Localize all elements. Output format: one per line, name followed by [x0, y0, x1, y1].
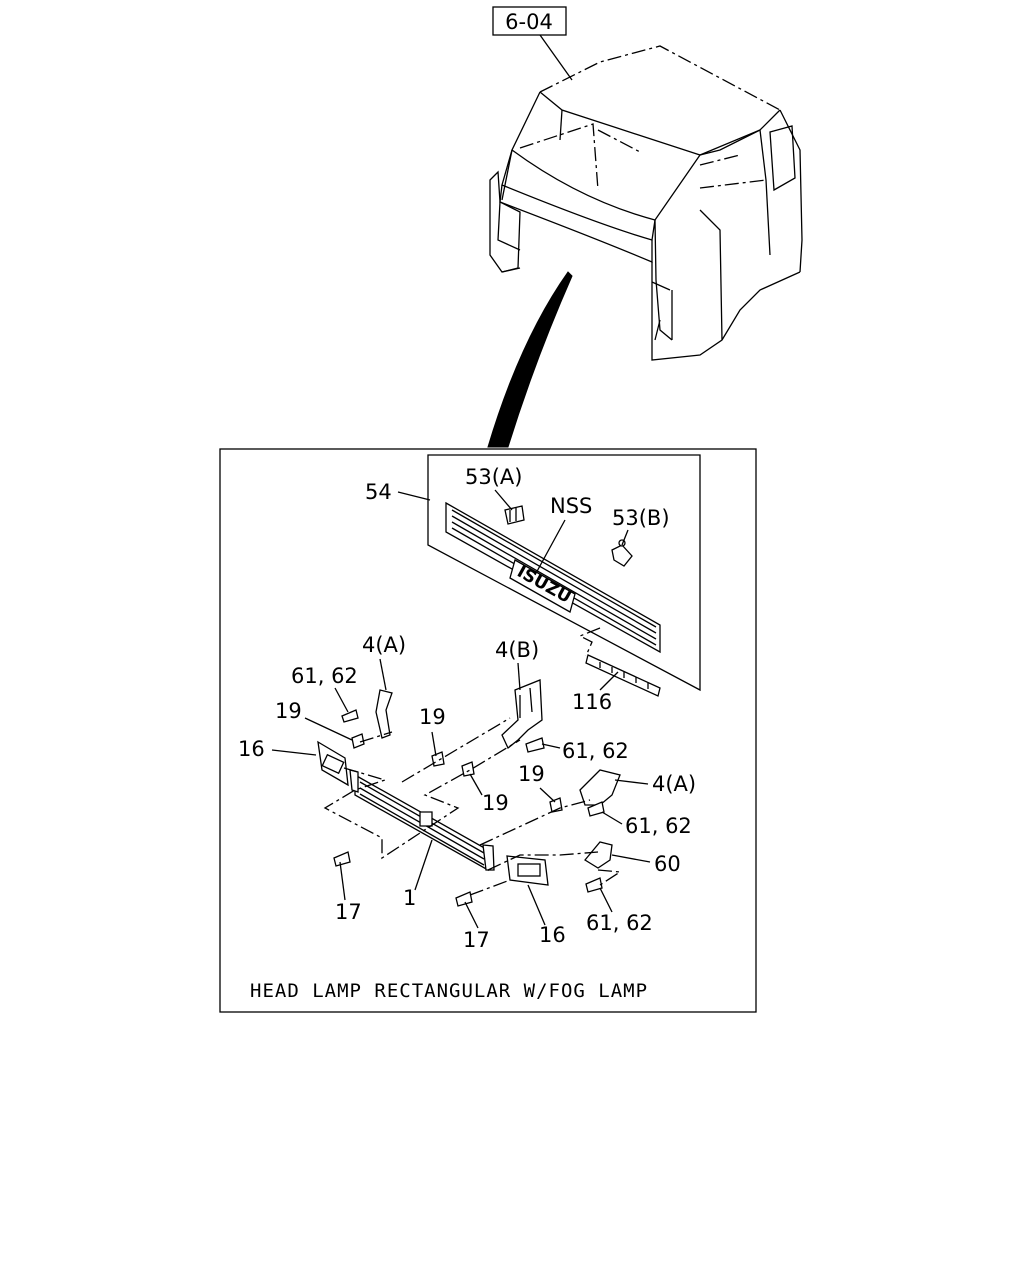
callout-61-62-b[interactable]: 61, 62 [562, 739, 629, 763]
zoom-arrow [487, 271, 573, 448]
callout-19-d[interactable]: 19 [518, 762, 545, 786]
screw-17-right[interactable] [455, 891, 473, 907]
clip-19-a[interactable] [351, 733, 365, 749]
callout-19-b[interactable]: 19 [419, 705, 446, 729]
callout-labels: 54 53(A) NSS 53(B) 116 4(A) 4(B) 61, 62 … [238, 465, 696, 952]
reference-leader [539, 34, 573, 81]
callout-4b[interactable]: 4(B) [495, 638, 539, 662]
callout-1[interactable]: 1 [403, 886, 416, 910]
grille-subpanel [427, 454, 701, 692]
cab-illustration [489, 45, 803, 361]
reference-box[interactable] [492, 6, 567, 36]
bracket-60[interactable] [584, 841, 613, 869]
detail-frame [219, 448, 757, 1013]
bracket-4b[interactable] [501, 679, 543, 750]
leader-lines [271, 489, 651, 929]
callout-61-62-c[interactable]: 61, 62 [625, 814, 692, 838]
clip-53b[interactable] [611, 539, 633, 567]
callout-53b[interactable]: 53(B) [612, 506, 670, 530]
diagram-caption: HEAD LAMP RECTANGULAR W/FOG LAMP [250, 980, 648, 1002]
callout-17-left[interactable]: 17 [335, 900, 362, 924]
callout-53a[interactable]: 53(A) [465, 465, 522, 489]
callout-61-62-a[interactable]: 61, 62 [291, 664, 358, 688]
callout-17-right[interactable]: 17 [463, 928, 490, 952]
callout-60[interactable]: 60 [654, 852, 681, 876]
bolt-61-62-b[interactable] [525, 737, 545, 753]
assembly-lines [323, 627, 622, 896]
bracket-4a-left[interactable] [375, 689, 393, 739]
bolt-61-62-d[interactable] [585, 877, 603, 893]
bolt-61-62-a[interactable] [341, 709, 359, 723]
reference-label: 6-04 [505, 10, 553, 34]
clip-53a[interactable] [504, 505, 525, 525]
bracket-4a-right[interactable] [579, 769, 621, 806]
clip-19-c[interactable] [461, 761, 475, 777]
fastener-set [333, 709, 605, 907]
lamp-cover-right[interactable] [506, 855, 549, 886]
callout-116[interactable]: 116 [572, 690, 612, 714]
bumper-bar[interactable] [349, 769, 495, 872]
callout-54[interactable]: 54 [365, 480, 392, 504]
seal-strip-116[interactable] [585, 654, 661, 697]
bolt-61-62-c[interactable] [587, 801, 605, 817]
callout-16-right[interactable]: 16 [539, 923, 566, 947]
callout-4a-right[interactable]: 4(A) [652, 772, 696, 796]
lamp-cover-left[interactable] [317, 740, 349, 787]
callout-19-a[interactable]: 19 [275, 699, 302, 723]
callout-4a-left[interactable]: 4(A) [362, 633, 406, 657]
callout-16-left[interactable]: 16 [238, 737, 265, 761]
screw-17-left[interactable] [333, 851, 351, 867]
callout-61-62-d[interactable]: 61, 62 [586, 911, 653, 935]
callout-nss[interactable]: NSS [550, 494, 592, 518]
callout-19-c[interactable]: 19 [482, 791, 509, 815]
